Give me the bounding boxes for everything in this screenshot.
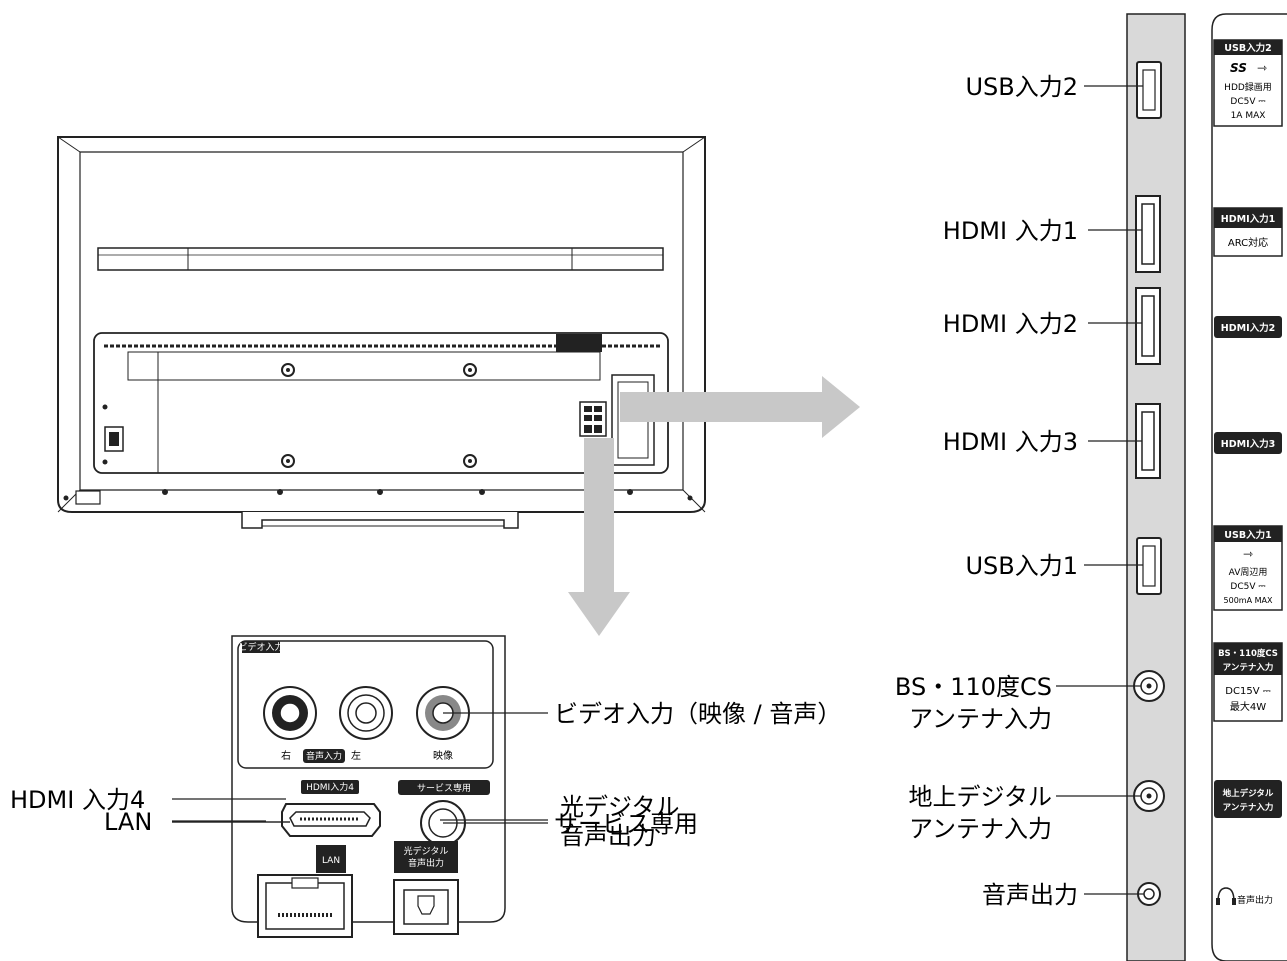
badge-hdmi2: HDMI入力2 — [1221, 322, 1275, 334]
badge-usb2-line2: DC5V ⎓ — [1230, 97, 1265, 107]
label-hdmi3: HDMI 入力3 — [943, 428, 1078, 456]
service-tag: サービス専用 — [417, 782, 471, 794]
label-optical-2: 音声出力 — [560, 822, 656, 850]
lan-tag: LAN — [322, 856, 340, 866]
label-hdmi1: HDMI 入力1 — [943, 217, 1078, 245]
badge-hdmi1-sub: ARC対応 — [1228, 236, 1268, 249]
label-hdmi2: HDMI 入力2 — [943, 310, 1078, 338]
hdmi4-port — [281, 803, 381, 837]
label-optical-1: 光デジタル — [560, 793, 680, 821]
badge-bs-line1: DC15V ⎓ — [1225, 686, 1270, 697]
headphone-icon — [1216, 887, 1236, 905]
badge-usb1-title: USB入力1 — [1224, 529, 1271, 541]
badge-terr-title-1: 地上デジタル — [1223, 788, 1274, 799]
side-leaders — [1056, 85, 1144, 895]
badge-usb1: USB入力1 ⇾ AV周辺用 DC5V ⎓ 500mA MAX — [1213, 525, 1283, 611]
badge-usb2-title: USB入力2 — [1224, 42, 1271, 54]
rca-jack-right — [263, 686, 317, 740]
hdmi4-tag: HDMI入力4 — [306, 781, 354, 793]
badge-bs-title-1: BS・110度CS — [1218, 648, 1278, 659]
side-terminal-strip — [1126, 13, 1186, 961]
arrow-down — [568, 438, 630, 636]
bottom-terminal-panel: ビデオ入力 右 音声入力 左 映像 HDMI入力4 サービス専用 — [231, 635, 506, 938]
optical-tag-1: 光デジタル — [404, 845, 449, 857]
badge-hdmi1-title: HDMI入力1 — [1221, 213, 1275, 225]
bottom-leaders — [172, 712, 548, 824]
label-terrestrial-1: 地上デジタル — [908, 783, 1052, 811]
usb-trident-icon: ⇾ — [1257, 61, 1267, 75]
label-usb1: USB入力1 — [965, 552, 1078, 580]
label-bs-antenna-1: BS・110度CS — [895, 673, 1052, 701]
label-hdmi4: HDMI 入力4 — [10, 786, 145, 814]
hdmi2-port — [1135, 287, 1161, 365]
badge-usb1-line1: AV周辺用 — [1229, 567, 1268, 578]
badge-terr-title-2: アンテナ入力 — [1223, 802, 1274, 813]
label-audio-out: 音声出力 — [982, 881, 1078, 909]
badge-usb2: USB入力2 SS ⇾ HDD録画用 DC5V ⎓ 1A MAX — [1213, 39, 1283, 127]
badge-bs-title-2: アンテナ入力 — [1223, 662, 1274, 673]
video-input-tag: ビデオ入力 — [238, 641, 283, 653]
hdmi3-port — [1135, 403, 1161, 479]
label-left: 左 — [351, 749, 361, 762]
badge-usb2-line1: HDD録画用 — [1224, 81, 1272, 93]
badge-usb1-line2: DC5V ⎓ — [1230, 582, 1265, 592]
optical-port — [393, 879, 459, 935]
side-labels: USB入力2 HDMI 入力1 HDMI 入力2 HDMI 入力3 USB入力1… — [895, 73, 1078, 909]
badge-bs-line2: 最大4W — [1230, 700, 1266, 713]
label-terrestrial-2: アンテナ入力 — [909, 815, 1052, 843]
tv-rear-view — [57, 136, 706, 529]
label-usb2: USB入力2 — [965, 73, 1078, 101]
label-right: 右 — [281, 749, 291, 762]
label-audio-input: 音声入力 — [306, 750, 342, 762]
label-service: サービス専用 — [554, 810, 698, 838]
badge-hdmi1: HDMI入力1 ARC対応 — [1213, 207, 1283, 257]
badge-usb2-line3: 1A MAX — [1231, 111, 1266, 121]
label-video-input: ビデオ入力（映像 / 音声） — [554, 700, 841, 728]
hdmi1-port — [1135, 195, 1161, 273]
optical-tag-2: 音声出力 — [408, 857, 444, 869]
label-bs-antenna-2: アンテナ入力 — [909, 705, 1052, 733]
lan-port — [257, 874, 353, 938]
badge-hdmi3: HDMI入力3 — [1221, 438, 1275, 450]
rca-jack-left — [339, 686, 393, 740]
badge-bs: BS・110度CS アンテナ入力 DC15V ⎓ 最大4W — [1213, 642, 1283, 722]
badge-usb2-ss: SS — [1230, 61, 1247, 75]
usb-icon: ⇾ — [1243, 547, 1253, 561]
arrow-right — [620, 376, 860, 438]
badge-usb1-line3: 500mA MAX — [1224, 596, 1273, 605]
label-video: 映像 — [433, 750, 453, 762]
badge-audio-out: 音声出力 — [1237, 894, 1273, 906]
usb1-port — [1136, 537, 1162, 595]
label-lan: LAN — [104, 808, 152, 836]
usb2-port — [1136, 61, 1162, 119]
badge-strip: USB入力2 SS ⇾ HDD録画用 DC5V ⎓ 1A MAX HDMI入力1… — [1211, 13, 1287, 961]
